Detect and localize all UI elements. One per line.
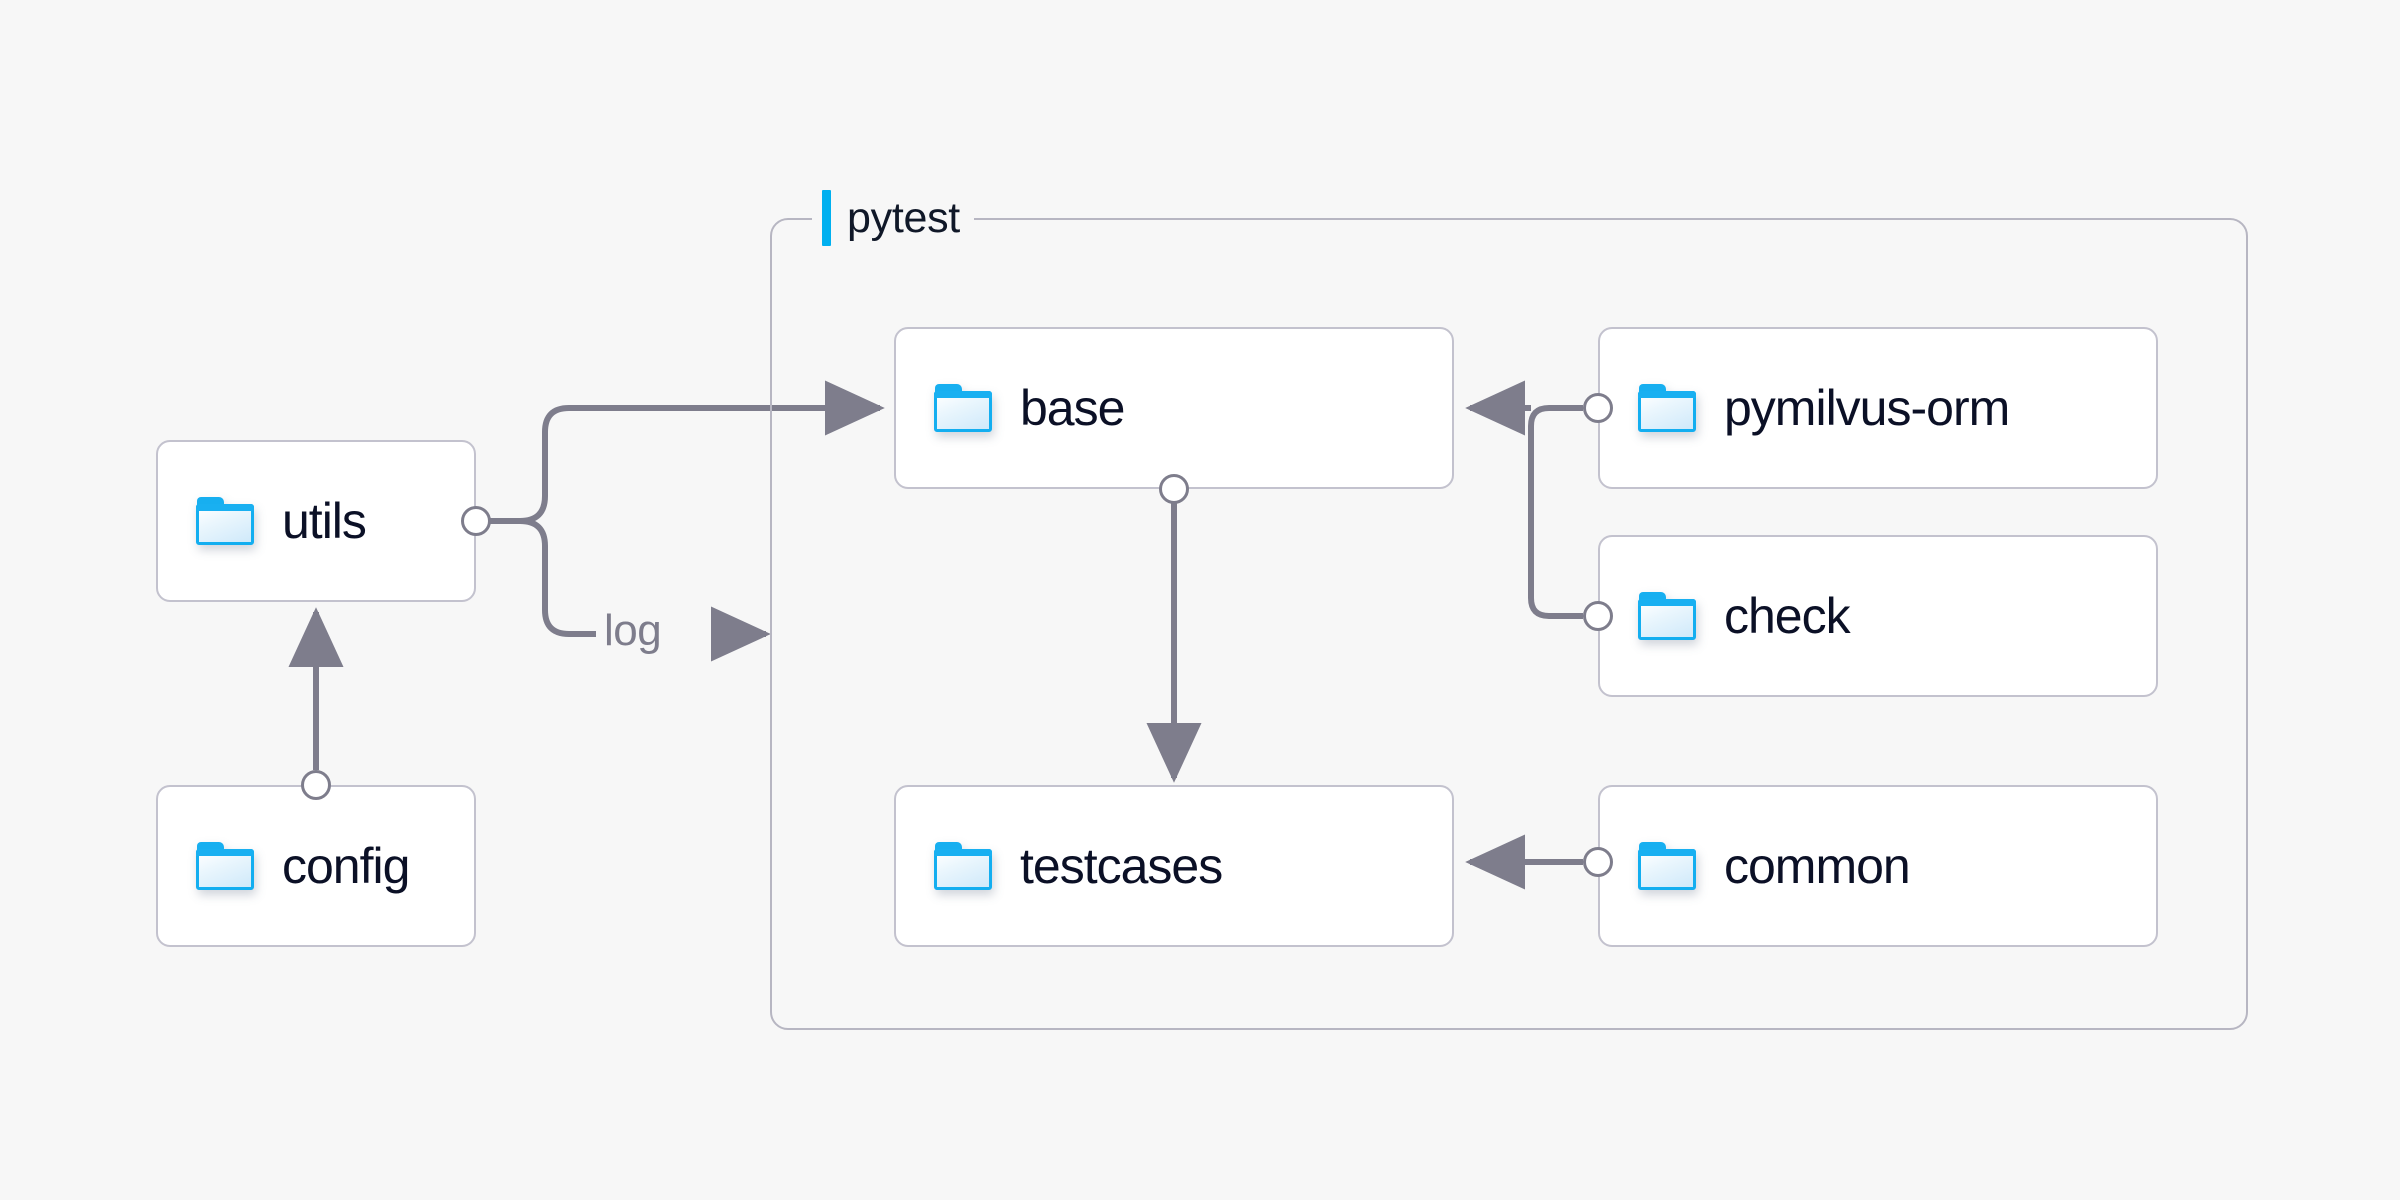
folder-icon xyxy=(934,842,992,890)
folder-icon xyxy=(1638,592,1696,640)
node-base[interactable]: base xyxy=(894,327,1454,489)
node-pymilvus-orm[interactable]: pymilvus-orm xyxy=(1598,327,2158,489)
node-base-label: base xyxy=(1020,380,1125,436)
group-pytest-label: pytest xyxy=(847,193,960,242)
port-config-top[interactable] xyxy=(301,770,331,800)
port-base-bottom[interactable] xyxy=(1159,474,1189,504)
group-accent-bar xyxy=(822,190,831,246)
node-check[interactable]: check xyxy=(1598,535,2158,697)
port-utils-right[interactable] xyxy=(461,506,491,536)
node-common[interactable]: common xyxy=(1598,785,2158,947)
port-check-left[interactable] xyxy=(1583,601,1613,631)
edge-utils-log xyxy=(519,518,596,637)
folder-icon xyxy=(934,384,992,432)
group-pytest-label-wrap: pytest xyxy=(812,190,974,246)
node-config-label: config xyxy=(282,838,410,894)
folder-icon xyxy=(1638,384,1696,432)
port-common-left[interactable] xyxy=(1583,847,1613,877)
node-utils-label: utils xyxy=(282,493,367,549)
node-utils[interactable]: utils xyxy=(156,440,476,602)
node-testcases[interactable]: testcases xyxy=(894,785,1454,947)
edge-label-log: log xyxy=(604,606,662,655)
folder-icon xyxy=(196,497,254,545)
node-check-label: check xyxy=(1724,588,1851,644)
node-pymilvus-orm-label: pymilvus-orm xyxy=(1724,380,2010,436)
node-testcases-label: testcases xyxy=(1020,838,1223,894)
port-pymilvus-orm-left[interactable] xyxy=(1583,393,1613,423)
node-config[interactable]: config xyxy=(156,785,476,947)
group-pytest[interactable] xyxy=(770,218,2248,1030)
folder-icon xyxy=(196,842,254,890)
node-common-label: common xyxy=(1724,838,1911,894)
folder-icon xyxy=(1638,842,1696,890)
